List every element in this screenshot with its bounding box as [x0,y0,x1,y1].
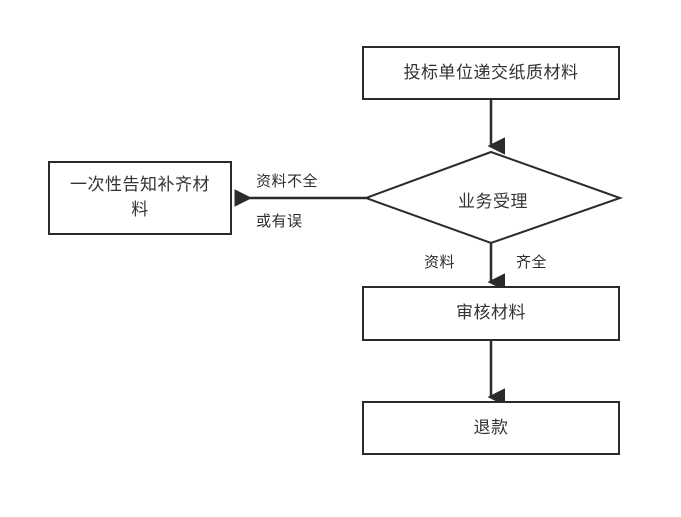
node-business-acceptance-label: 业务受理 [458,192,528,212]
node-review-materials-label: 审核材料 [456,303,526,324]
node-one-time-notification-label: 一次性告知补齐材 料 [70,175,210,220]
edge-label-materials: 资料 [424,253,456,271]
node-submit-paper-materials[interactable]: 投标单位递交纸质材料 [362,46,620,100]
node-submit-paper-materials-label: 投标单位递交纸质材料 [403,62,579,83]
edge-label-or-erroneous: 或有误 [256,212,303,230]
edge-label-materials-incomplete: 资料不全 [256,172,319,190]
node-one-time-notification[interactable]: 一次性告知补齐材 料 [48,161,232,235]
node-refund-label: 退款 [473,417,509,438]
node-review-materials[interactable]: 审核材料 [362,286,620,341]
edge-label-complete: 齐全 [516,253,548,271]
node-refund[interactable]: 退款 [362,401,620,455]
